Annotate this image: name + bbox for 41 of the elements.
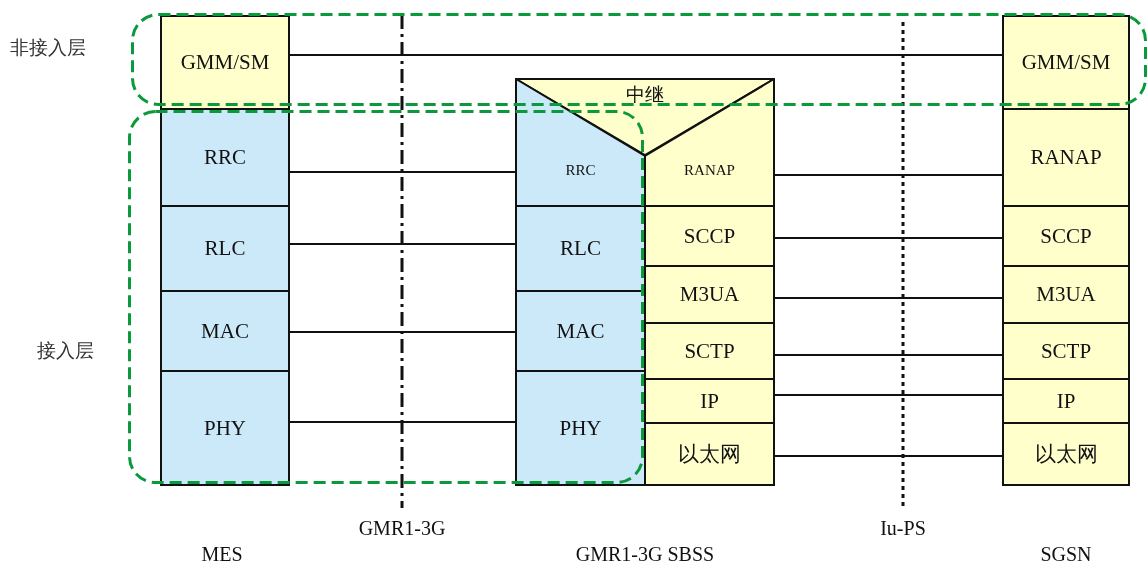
node-name: GMR1-3G SBSS	[575, 543, 715, 564]
protocol-layer: MAC	[515, 290, 646, 372]
connector-line	[289, 243, 516, 245]
protocol-layer: MAC	[160, 290, 290, 372]
protocol-layer: 以太网	[644, 422, 775, 486]
connector-line	[289, 331, 516, 333]
protocol-layer: SCTP	[1002, 322, 1130, 380]
group-label: 非接入层	[10, 35, 86, 60]
connector-line	[289, 421, 516, 423]
connector-line	[289, 54, 1003, 56]
layer-label: 中继	[626, 82, 664, 107]
protocol-layer: IP	[1002, 378, 1130, 424]
protocol-layer: M3UA	[644, 265, 775, 324]
node-name: MES	[201, 543, 243, 564]
connector-line	[774, 237, 1003, 239]
connector-line	[289, 171, 516, 173]
connector-line	[774, 354, 1003, 356]
protocol-layer: RANAP	[1002, 108, 1130, 207]
layer-label: RRC	[565, 162, 596, 179]
connector-line	[774, 455, 1003, 457]
interface-label: Iu-PS	[880, 517, 926, 540]
protocol-layer: 以太网	[1002, 422, 1130, 486]
group-label: 接入层	[37, 338, 94, 363]
protocol-layer: RLC	[515, 205, 646, 292]
protocol-layer: PHY	[160, 370, 290, 486]
interface-label: GMR1-3G	[358, 517, 446, 540]
connector-line	[774, 174, 1003, 176]
layer-label: RANAP	[684, 162, 735, 179]
connector-line	[774, 297, 1003, 299]
protocol-layer: PHY	[515, 370, 646, 486]
protocol-layer: RRC	[160, 108, 290, 207]
protocol-layer: RLC	[160, 205, 290, 292]
protocol-layer: GMM/SM	[1002, 15, 1130, 110]
node-name: SGSN	[1040, 543, 1092, 564]
protocol-layer: GMM/SM	[160, 15, 290, 110]
connector-line	[774, 394, 1003, 396]
protocol-layer: SCCP	[1002, 205, 1130, 267]
protocol-layer: SCCP	[644, 205, 775, 267]
protocol-layer: M3UA	[1002, 265, 1130, 324]
protocol-layer: IP	[644, 378, 775, 424]
protocol-layer: SCTP	[644, 322, 775, 380]
